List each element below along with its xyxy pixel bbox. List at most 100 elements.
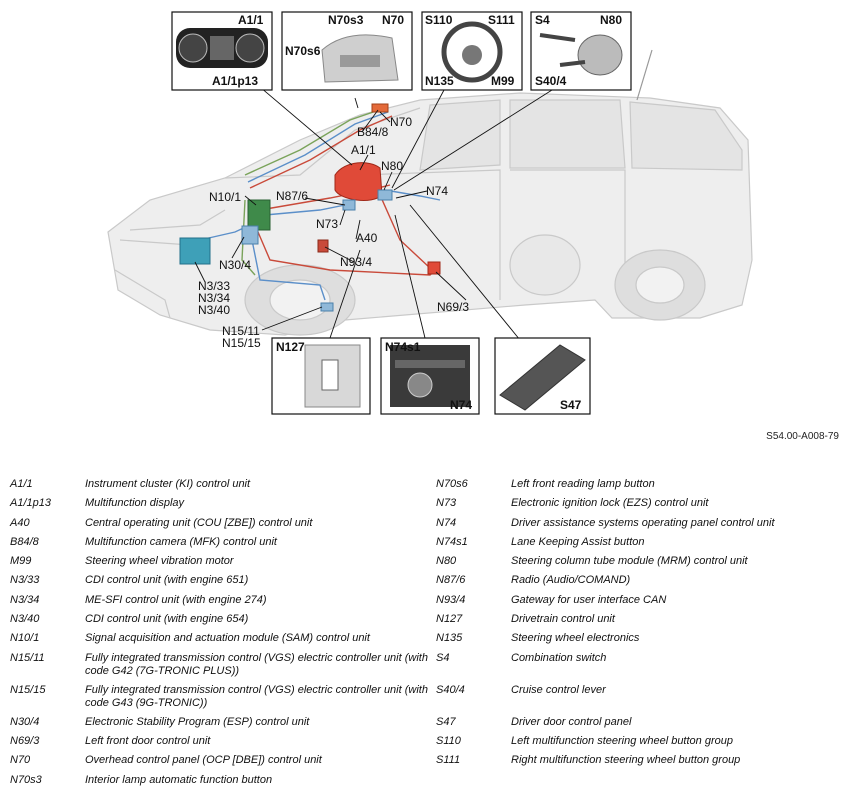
- label-n3-34: N3/34: [198, 291, 230, 305]
- label-n30-4: N30/4: [219, 258, 251, 272]
- callout-n74: N74: [450, 398, 472, 412]
- legend-code: A40: [10, 516, 30, 529]
- inset-drivetrain-unit: N127: [271, 337, 371, 415]
- callout-n70s6: N70s6: [285, 44, 321, 58]
- leader-lines: [194, 64, 553, 341]
- legend-code: N69/3: [10, 734, 40, 747]
- legend-code: N74s1: [436, 535, 468, 548]
- components: [179, 103, 441, 312]
- legend-code: N73: [436, 497, 457, 510]
- legend-code: B84/8: [10, 535, 39, 548]
- legend-code: N70s3: [10, 773, 42, 786]
- legend-desc: Steering wheel vibration motor: [85, 555, 234, 568]
- legend-desc: Multifunction camera (MFK) control unit: [85, 535, 277, 548]
- legend-desc: Multifunction display: [85, 497, 185, 510]
- label-n80: N80: [381, 159, 403, 173]
- legend-desc: Signal acquisition and actuation module …: [85, 632, 370, 645]
- callout-n135: N135: [425, 74, 454, 88]
- label-n70: N70: [390, 115, 412, 129]
- legend-row: A40 Central operating unit (COU [ZBE]) co…: [10, 517, 430, 536]
- legend-desc: Left front door control unit: [85, 734, 211, 747]
- label-a1-1: A1/1: [351, 143, 376, 157]
- legend-desc: Electronic Stability Program (ESP) contr…: [85, 715, 310, 728]
- label-n3-40: N3/40: [198, 303, 230, 317]
- callout-s111: S111: [488, 13, 515, 27]
- inset-combination-switch: S4 N80 S40/4: [530, 11, 632, 91]
- legend-desc: Cruise control lever: [511, 683, 606, 696]
- inset-door-control-panel: S47: [494, 337, 591, 415]
- legend-code: M99: [10, 555, 32, 568]
- legend-code: N127: [436, 613, 463, 626]
- legend-row: N135 Steering wheel electronics: [436, 632, 849, 651]
- inset-overhead-panel: N70s3 N70 N70s6: [281, 11, 413, 91]
- component-labels: N70 B84/8 A1/1 N80 N74 N10/1 N87/6 N73 A…: [198, 115, 469, 350]
- legend-code: N87/6: [436, 574, 466, 587]
- legend-row: N87/6 Radio (Audio/COMAND): [436, 574, 849, 593]
- label-n3-33: N3/33: [198, 279, 230, 293]
- callout-n127: N127: [276, 340, 305, 354]
- legend-code: N93/4: [436, 593, 466, 606]
- legend-code: N3/33: [10, 574, 40, 587]
- document-id: S54.00-A008-79: [766, 431, 839, 442]
- legend-code: A1/1: [10, 478, 33, 490]
- legend-desc: Central operating unit (COU [ZBE]) contr…: [85, 516, 313, 529]
- callout-n70: N70: [382, 13, 404, 27]
- legend-desc: CDI control unit (with engine 651): [85, 574, 249, 587]
- legend-desc: CDI control unit (with engine 654): [85, 613, 249, 626]
- legend-desc: Driver door control panel: [511, 715, 632, 728]
- legend-desc: Steering wheel electronics: [511, 632, 640, 645]
- legend-row: N3/33 CDI control unit (with engine 651): [10, 574, 430, 593]
- legend-desc: Right multifunction steering wheel butto…: [511, 754, 741, 767]
- legend-desc: Steering column tube module (MRM) contro…: [511, 555, 748, 568]
- legend-row: N10/1 Signal acquisition and actuation mo…: [10, 632, 430, 651]
- legend-desc: Electronic ignition lock (EZS) control u…: [511, 497, 709, 510]
- legend-code: S110: [436, 734, 461, 747]
- label-n73: N73: [316, 217, 338, 231]
- label-b84-8: B84/8: [357, 125, 389, 139]
- label-n87-6: N87/6: [276, 189, 308, 203]
- legend-row: S4 Combination switch: [436, 652, 849, 684]
- legend-code: A1/1p13: [10, 497, 51, 510]
- inset-steering-wheel: S110 S111 N135 M99: [421, 11, 523, 91]
- inset-instrument-cluster: A1/1 A1/1p13: [171, 11, 273, 91]
- callout-a1-1p13: A1/1p13: [212, 74, 258, 88]
- callout-s47: S47: [560, 398, 582, 412]
- antenna-line: [636, 49, 653, 101]
- legend-row: A1/1p13 Multifunction display: [10, 497, 430, 516]
- legend-code: S4: [436, 651, 450, 664]
- legend-code: S111: [436, 754, 461, 767]
- van-body: [107, 92, 753, 336]
- legend-code: N80: [436, 555, 457, 568]
- legend-desc: Left multifunction steering wheel button…: [511, 734, 733, 747]
- callout-m99: M99: [491, 74, 515, 88]
- legend-row: N74s1 Lane Keeping Assist button: [436, 536, 849, 555]
- legend-row: N80 Steering column tube module (MRM) con…: [436, 555, 849, 574]
- legend-desc: Lane Keeping Assist button: [511, 535, 645, 548]
- legend-desc: Combination switch: [511, 651, 607, 664]
- legend-code: N135: [436, 632, 463, 645]
- legend-desc: ME-SFI control unit (with engine 274): [85, 593, 267, 606]
- legend-desc: Left front reading lamp button: [511, 478, 655, 490]
- legend-code: N15/11: [10, 651, 45, 664]
- callout-s110: S110: [425, 13, 453, 27]
- label-n69-3: N69/3: [437, 300, 469, 314]
- vehicle-network-diagram: A1/1 A1/1p13 N70s3 N70 N70s6 S110 S111 N…: [107, 11, 753, 415]
- legend-code: N10/1: [10, 632, 40, 645]
- legend-code: N15/15: [10, 683, 46, 696]
- callout-n74s1: N74s1: [385, 340, 421, 354]
- legend-desc: Radio (Audio/COMAND): [511, 574, 631, 587]
- inset-driver-assist-panel: N74s1 N74: [380, 337, 480, 415]
- callout-a1-1: A1/1: [238, 13, 264, 27]
- label-n15-11: N15/11: [222, 324, 260, 338]
